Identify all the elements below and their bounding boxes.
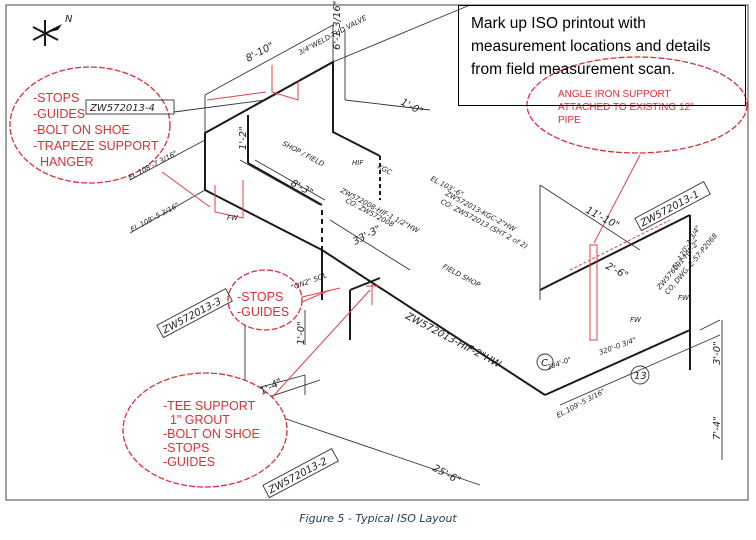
callout-line: -GUIDES (33, 107, 85, 121)
detail-number: 13 (634, 371, 647, 382)
fw-label: FW (678, 294, 690, 302)
north-label: N (65, 14, 73, 25)
dim-label: 1'-0" (399, 97, 425, 118)
dim-label: 2'-6" (604, 261, 630, 282)
pipe-lines (129, 4, 723, 486)
callout-line: -STOPS (163, 441, 209, 455)
fw-label: FW (630, 316, 642, 324)
callout-line: HANGER (40, 155, 93, 169)
kgc-label: KGC (376, 163, 393, 177)
tag-zw572013-4: ZW572013-4 (85, 99, 266, 115)
callout-cloud-left (9, 66, 171, 184)
shop-field-label: SHOP / FIELD (281, 140, 326, 169)
dim-label: 1'-2" (238, 126, 249, 150)
dim-label: 8'-10" (244, 41, 276, 65)
north-arrow-icon: N (32, 14, 73, 46)
drawing-border (5, 4, 749, 501)
dim-label: 1'-0" (296, 321, 307, 345)
callout-cloud-middle (227, 269, 303, 331)
svg-text:ZW572013-4: ZW572013-4 (89, 103, 155, 114)
svg-text:ZW572013-1: ZW572013-1 (638, 189, 701, 230)
note-box: Mark up ISO printout with measurement lo… (458, 5, 746, 106)
elevation-label: EL.108'-5 3/16" (129, 201, 180, 233)
callout-line: ANGLE IRON SUPPORT (558, 89, 671, 100)
callout-line: -TRAPEZE SUPPORT (33, 139, 159, 153)
dim-label: 33'-3" (351, 224, 383, 248)
callout-line: -BOLT ON SHOE (163, 427, 260, 441)
fw-label: FW (227, 214, 239, 222)
callout-cloud-bottom (122, 372, 288, 488)
line-label: ZW572013-HIF-2"HW (403, 310, 504, 371)
callout-line: -STOPS (33, 91, 79, 105)
dim-label: 1'-4" (258, 377, 284, 398)
svg-text:ZW572013-3: ZW572013-3 (160, 296, 223, 337)
angle-label: 284'-0" (546, 356, 573, 372)
callout-line: 1" GROUT (163, 413, 230, 427)
svg-text:ZW572013-2: ZW572013-2 (266, 456, 329, 497)
line-label: CO: ZW572013 (SHT 2 of 2) (439, 198, 529, 251)
field-shop-label: FIELD SHOP (441, 263, 482, 290)
callout-line: -TEE SUPPORT (163, 399, 256, 413)
callout-line: -BOLT ON SHOE (33, 123, 130, 137)
dim-label: 25'-6" (431, 463, 463, 487)
tag-zw572013-3: ZW572013-3 (156, 288, 233, 339)
callout-line: -STOPS (237, 290, 283, 304)
callout-line: ATTACHED TO EXISTING 12" (558, 102, 694, 113)
dim-label: 3'-0" (712, 341, 723, 365)
support-markups (161, 65, 671, 406)
figure-caption: Figure 5 - Typical ISO Layout (299, 512, 457, 525)
dim-label: 7'-4" (712, 416, 723, 440)
callout-line: -GUIDES (163, 455, 215, 469)
c-marker: C (541, 358, 548, 369)
callout-line: -GUIDES (237, 305, 289, 319)
hif-label: HIF (352, 159, 364, 167)
callout-line: PIPE (558, 115, 581, 126)
angle-label: 320'-0 3/4" (598, 336, 637, 357)
dim-label: 8'-3" (289, 178, 315, 199)
note-text: Mark up ISO printout with measurement lo… (471, 15, 711, 78)
dim-label: 6'-1 3/16" (332, 1, 343, 50)
